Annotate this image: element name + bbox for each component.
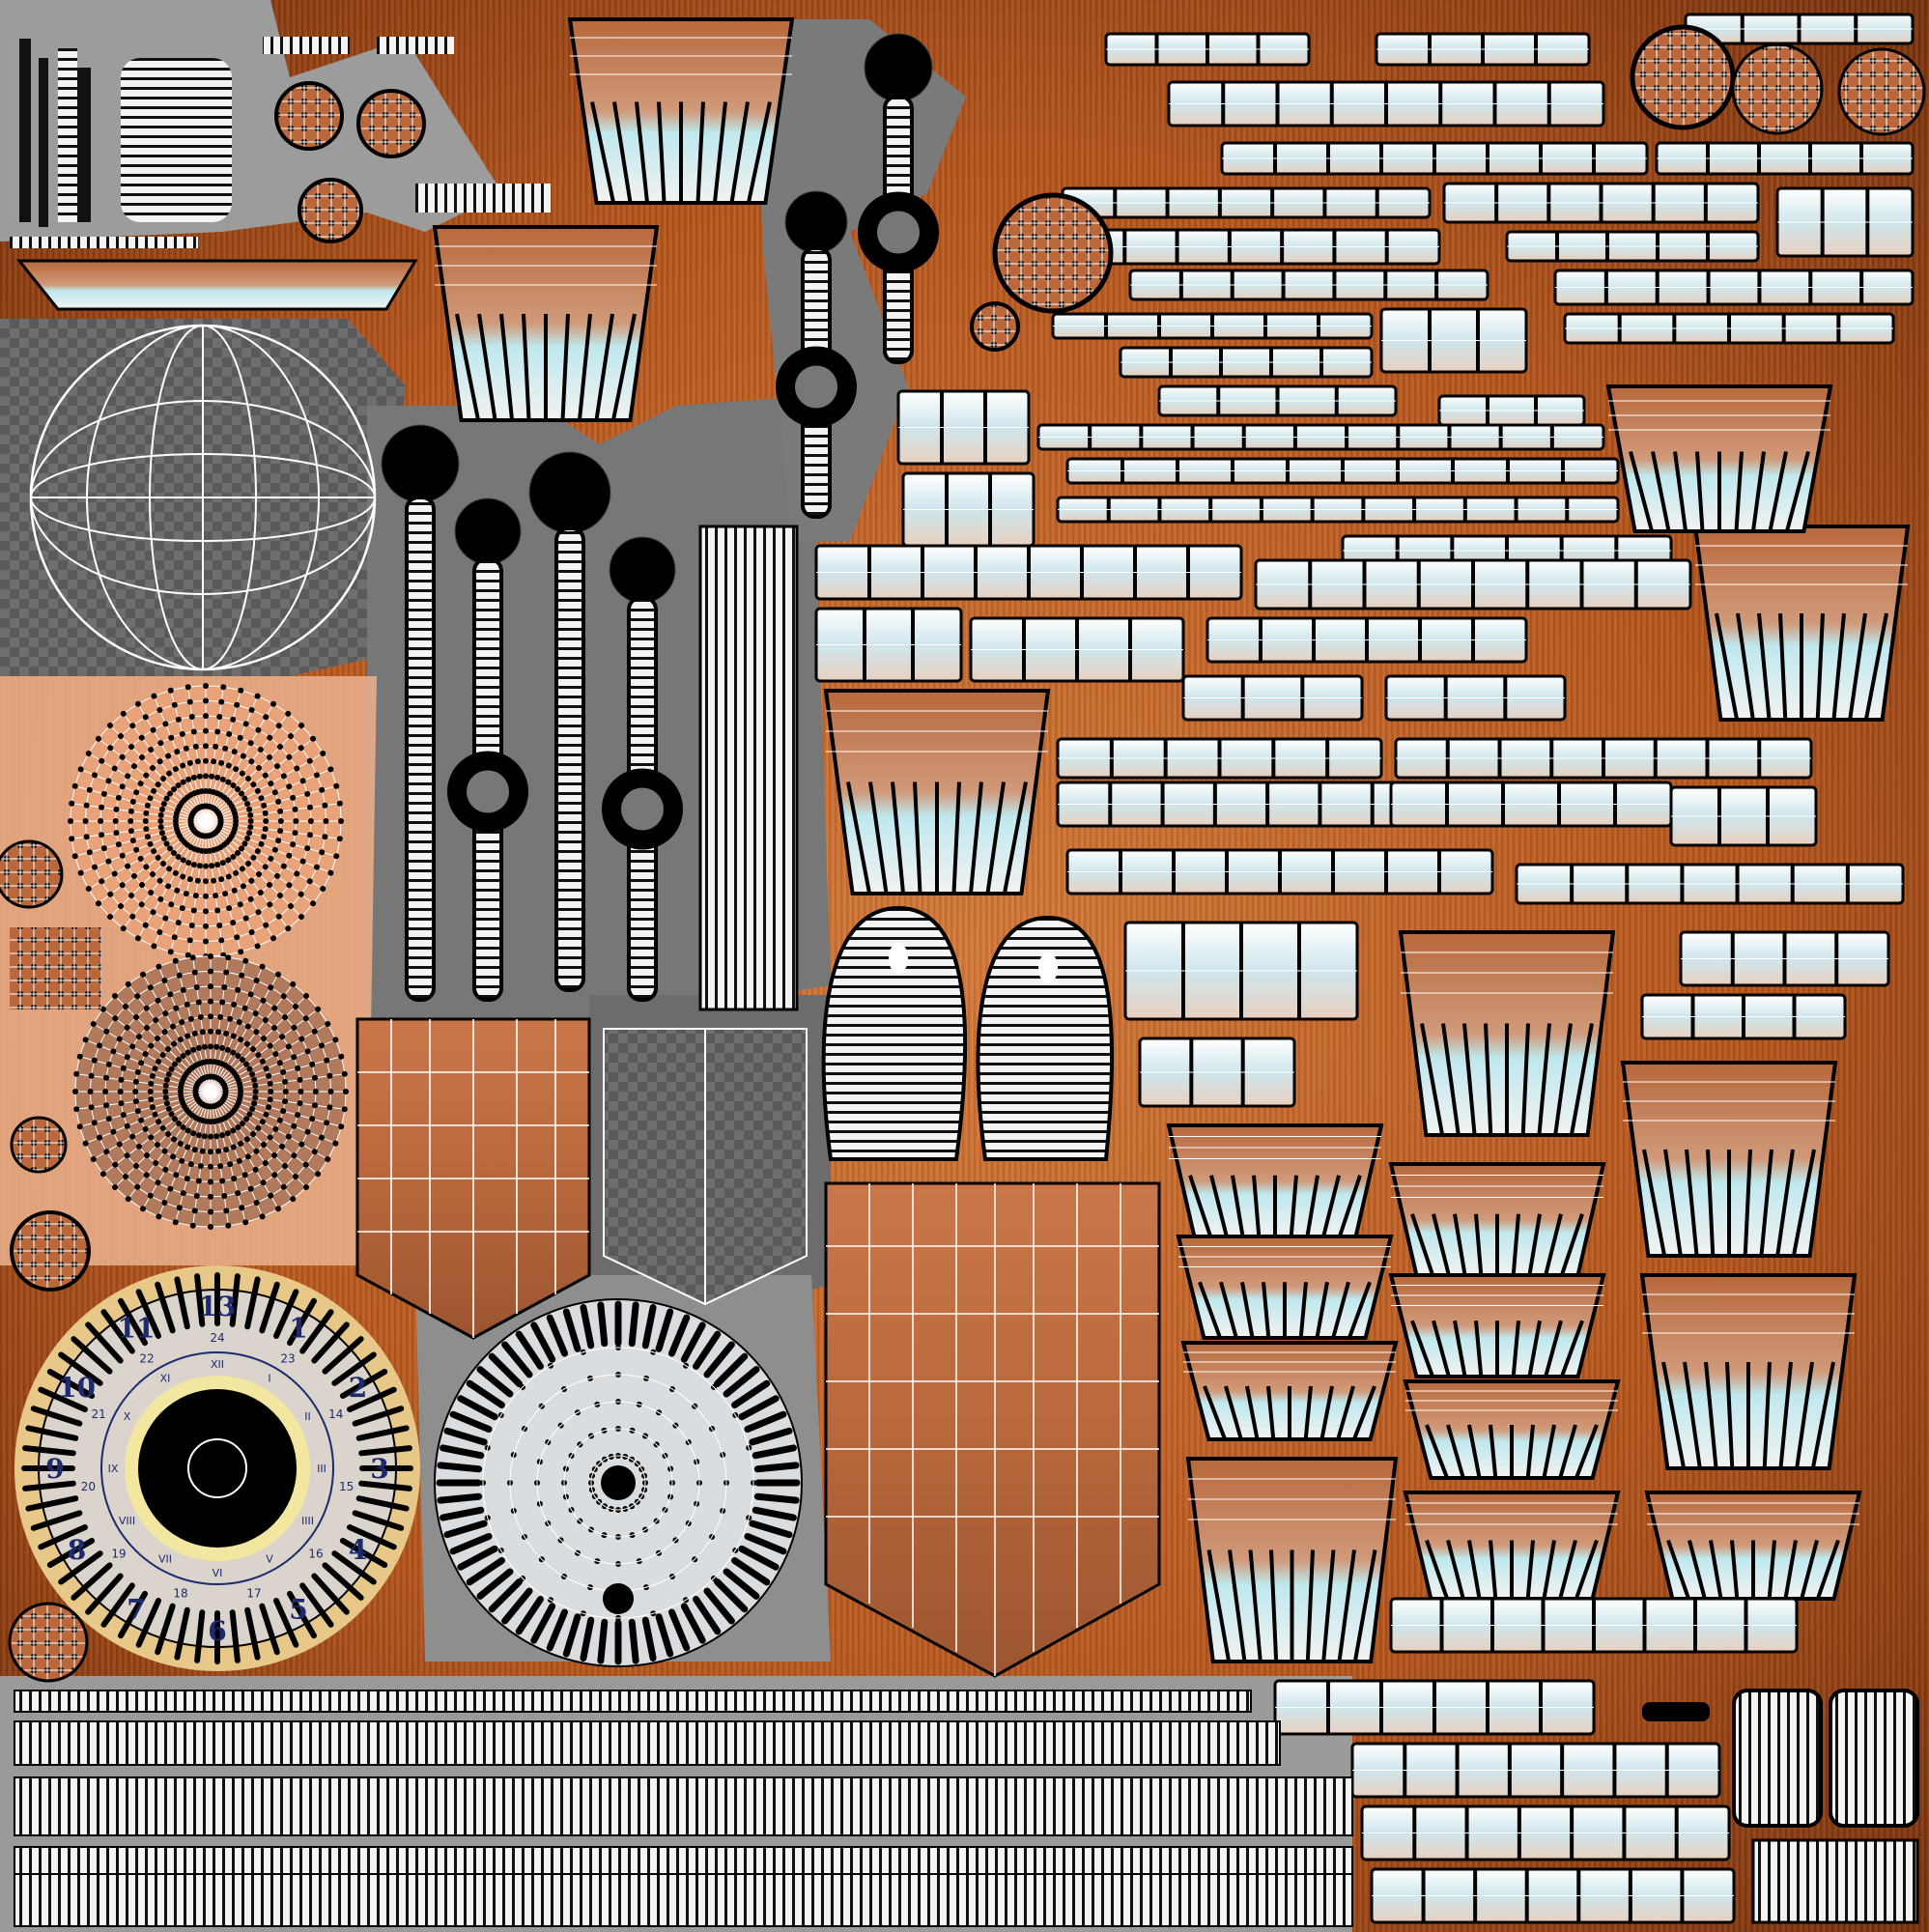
spoked-wheel: [434, 1298, 803, 1667]
svg-text:10: 10: [58, 1372, 96, 1404]
wood-shield-wire: [826, 1183, 1159, 1676]
strip-trapezoid-left: [15, 259, 418, 311]
svg-text:17: 17: [246, 1587, 261, 1601]
radial-disc-lower: [72, 953, 349, 1230]
bottom-comb-strips: [14, 1690, 1353, 1927]
svg-text:IIII: IIII: [301, 1515, 314, 1527]
svg-text:VIII: VIII: [119, 1515, 135, 1527]
svg-text:21: 21: [92, 1407, 106, 1421]
svg-text:2: 2: [349, 1372, 367, 1404]
radial-disc-upper: [68, 683, 344, 959]
cup-islands: [432, 17, 1911, 1663]
top-right-discs: [970, 24, 1926, 352]
svg-text:16: 16: [308, 1547, 323, 1560]
svg-text:IX: IX: [108, 1463, 119, 1475]
svg-text:15: 15: [339, 1480, 354, 1493]
svg-text:II: II: [304, 1410, 311, 1423]
svg-text:13: 13: [199, 1291, 237, 1322]
svg-text:V: V: [266, 1553, 273, 1566]
bottom-right-pieces: [1642, 1689, 1919, 1924]
svg-text:19: 19: [111, 1547, 126, 1560]
bell-pieces: [821, 905, 1115, 1161]
svg-text:9: 9: [45, 1453, 64, 1485]
svg-text:1: 1: [289, 1313, 307, 1345]
svg-text:I: I: [268, 1372, 270, 1384]
svg-text:III: III: [317, 1463, 326, 1475]
bar-islands: [814, 13, 1915, 1924]
small-disc-bottom-left: [8, 1602, 89, 1683]
svg-text:24: 24: [210, 1331, 224, 1345]
wood-shield-large: [824, 1181, 1161, 1678]
sphere-uv-grid: [29, 324, 377, 671]
svg-text:VII: VII: [158, 1553, 172, 1566]
svg-text:4: 4: [349, 1534, 367, 1566]
svg-text:5: 5: [289, 1593, 307, 1625]
small-gear-left: [10, 1210, 91, 1292]
svg-text:22: 22: [139, 1351, 154, 1365]
svg-text:7: 7: [127, 1593, 145, 1625]
small-gear-left-top: [0, 839, 64, 909]
svg-text:3: 3: [370, 1453, 388, 1485]
svg-text:X: X: [124, 1410, 131, 1423]
svg-text:20: 20: [81, 1480, 96, 1493]
small-disc-left: [10, 1116, 68, 1174]
svg-text:8: 8: [68, 1534, 86, 1566]
svg-text:14: 14: [328, 1407, 343, 1421]
svg-text:6: 6: [208, 1615, 226, 1647]
svg-text:11: 11: [118, 1313, 156, 1345]
tall-column: [698, 525, 799, 1011]
svg-text:18: 18: [173, 1587, 187, 1601]
panel-grid-lines: [357, 1019, 589, 1338]
svg-text:23: 23: [280, 1351, 295, 1365]
spoons-group: [381, 33, 939, 1002]
small-grid-left: [10, 927, 101, 1009]
svg-text:XI: XI: [160, 1372, 171, 1384]
top-left-parts: [10, 37, 551, 248]
svg-text:XII: XII: [211, 1358, 224, 1371]
svg-text:VI: VI: [213, 1567, 223, 1579]
